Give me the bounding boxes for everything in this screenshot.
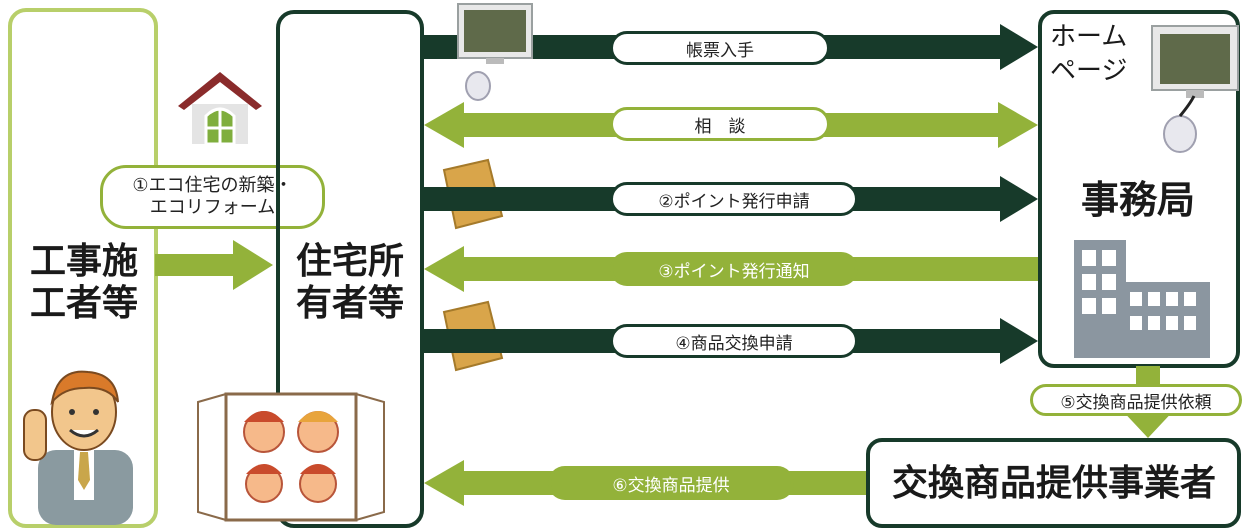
step1-line1: ①エコ住宅の新築・ bbox=[132, 174, 293, 196]
exchange-apply-label: ④商品交換申請 bbox=[610, 324, 858, 358]
building-icon bbox=[1074, 240, 1210, 358]
step1-line2: エコリフォーム bbox=[149, 197, 276, 218]
consult-label: 相 談 bbox=[610, 107, 830, 141]
worker-illustration bbox=[23, 370, 133, 525]
family-window-illustration bbox=[197, 392, 385, 522]
construction-arrow bbox=[155, 240, 273, 290]
owner-title-line1: 住宅所 bbox=[295, 241, 404, 282]
homepage-label-line1: ホーム bbox=[1050, 22, 1128, 52]
provider-title: 交換商品提供事業者 bbox=[891, 463, 1216, 504]
homepage-label-line2: ページ bbox=[1050, 56, 1128, 86]
provider-box bbox=[866, 438, 1241, 528]
computer-icon bbox=[1151, 25, 1239, 153]
contractor-title-line2: 工者等 bbox=[29, 283, 138, 324]
house-icon bbox=[178, 72, 262, 146]
provide-label: ⑥交換商品提供 bbox=[548, 466, 794, 500]
provide-request-label: ⑤交換商品提供依頼 bbox=[1030, 384, 1242, 416]
forms-label: 帳票入手 bbox=[610, 31, 830, 65]
step1-label: ①エコ住宅の新築・ エコリフォーム bbox=[100, 165, 325, 229]
owner-title-line2: 有者等 bbox=[295, 283, 404, 324]
computer-small-icon bbox=[457, 3, 533, 101]
office-title: 事務局 bbox=[1080, 178, 1195, 222]
point-apply-label: ②ポイント発行申請 bbox=[610, 182, 858, 216]
owner-box bbox=[276, 10, 424, 528]
contractor-title-line1: 工事施 bbox=[29, 241, 138, 282]
point-notice-label: ③ポイント発行通知 bbox=[610, 252, 858, 286]
